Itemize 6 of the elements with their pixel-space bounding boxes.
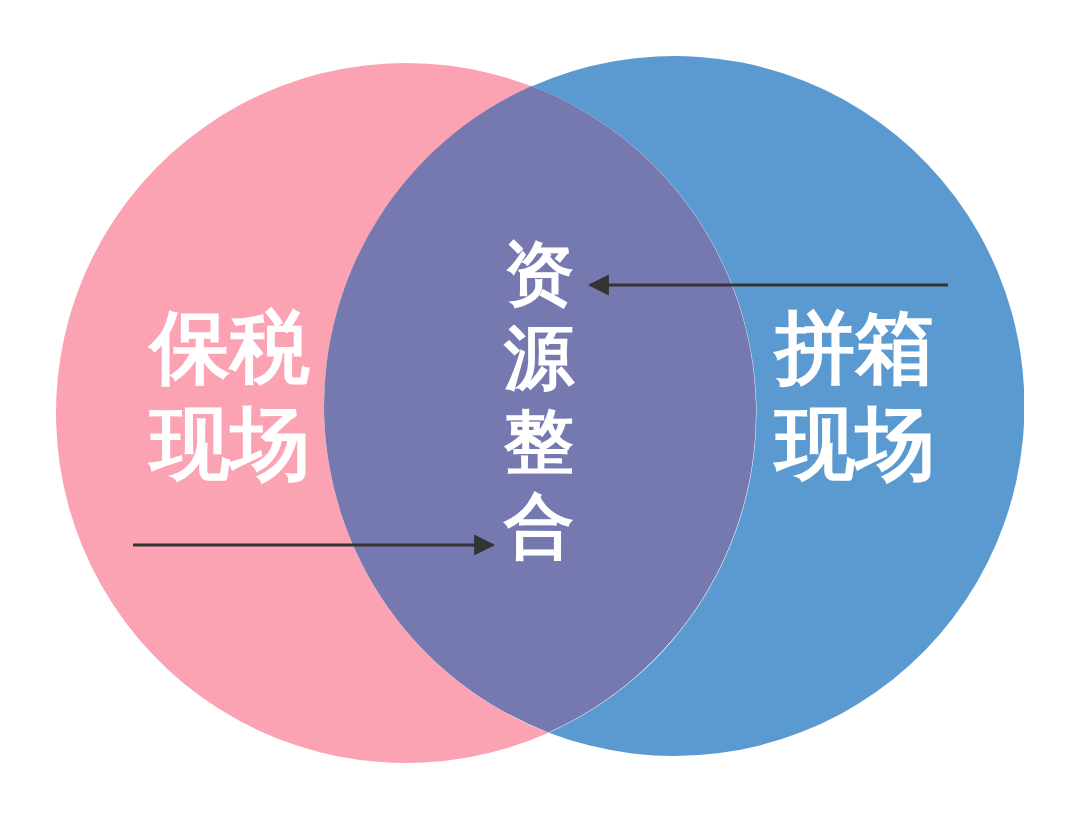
venn-overlap bbox=[324, 86, 756, 733]
node-label: 保税现场 bbox=[147, 300, 311, 492]
arrow bbox=[587, 274, 948, 296]
node-label: 资源整合 bbox=[503, 232, 575, 568]
arrow bbox=[133, 534, 496, 556]
node-label: 拼箱现场 bbox=[772, 300, 936, 492]
